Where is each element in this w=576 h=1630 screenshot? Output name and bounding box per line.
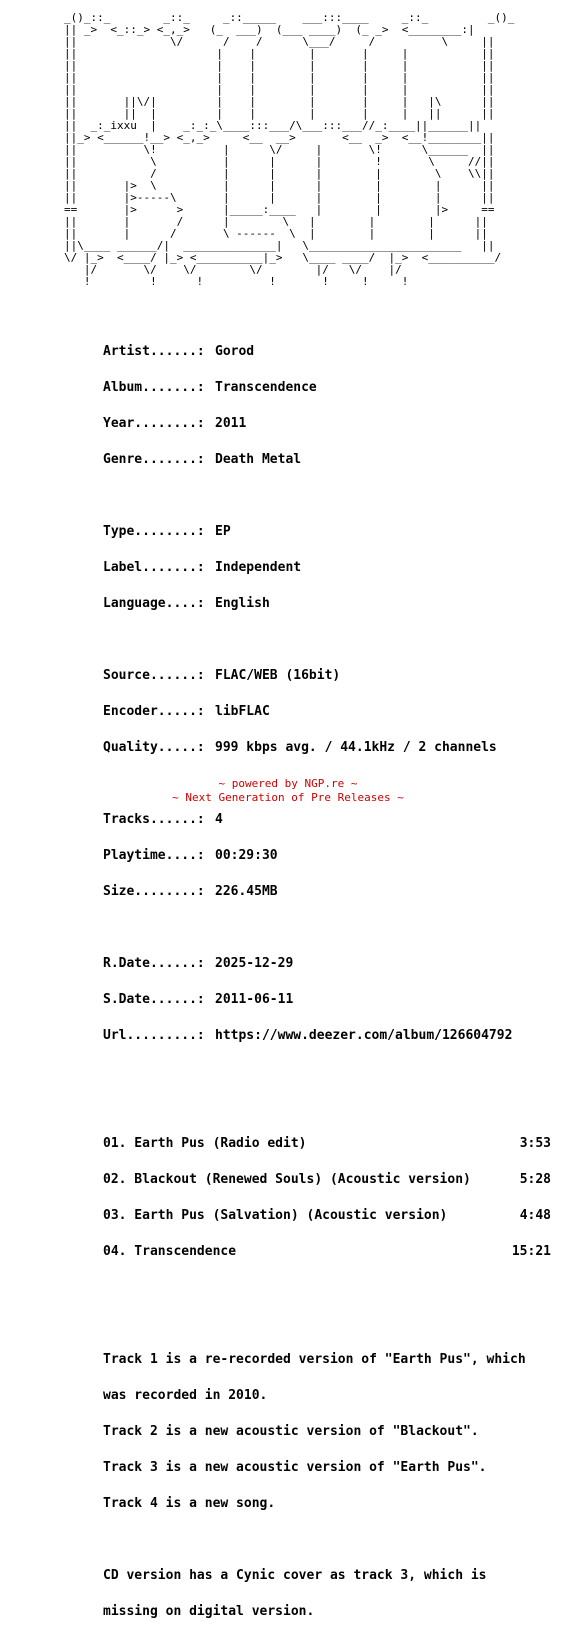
album-value: Transcendence [215, 380, 317, 395]
size-row: Size........: 226.45MB [103, 884, 551, 899]
sdate-value: 2011-06-11 [215, 992, 294, 1007]
rdate-label: R.Date......: [103, 956, 205, 971]
note-line: CD version has a Cynic cover as track 3,… [103, 1568, 487, 1583]
source-row: Source......: FLAC/WEB (16bit) [103, 668, 551, 683]
track-title: 02. Blackout (Renewed Souls) (Acoustic v… [103, 1172, 471, 1187]
size-label: Size........: [103, 884, 205, 899]
track-duration: 15:21 [511, 1244, 551, 1259]
language-row: Language....: English [103, 596, 551, 611]
genre-label: Genre.......: [103, 452, 205, 467]
artist-value: Gorod [215, 344, 255, 359]
track-title: 03. Earth Pus (Salvation) (Acoustic vers… [103, 1208, 448, 1223]
source-value: FLAC/WEB (16bit) [215, 668, 341, 683]
sdate-label: S.Date......: [103, 992, 205, 1007]
year-label: Year........: [103, 416, 205, 431]
album-row: Album.......: Transcendence [103, 380, 551, 395]
ascii-logo-art: _()_::_ _::_ _::_____ ___:::____ _::_ _(… [64, 11, 515, 288]
language-label: Language....: [103, 596, 205, 611]
track-row: 03. Earth Pus (Salvation) (Acoustic vers… [103, 1208, 551, 1223]
size-value: 226.45MB [215, 884, 278, 899]
note-line: Track 3 is a new acoustic version of "Ea… [103, 1460, 487, 1475]
track-duration: 4:48 [519, 1208, 551, 1223]
track-title: 01. Earth Pus (Radio edit) [103, 1136, 307, 1151]
label-row: Label.......: Independent [103, 560, 551, 575]
type-value: EP [215, 524, 231, 539]
source-label: Source......: [103, 668, 205, 683]
type-label: Type........: [103, 524, 205, 539]
track-duration: 5:28 [519, 1172, 551, 1187]
encoder-row: Encoder.....: libFLAC [103, 704, 551, 719]
encoder-label: Encoder.....: [103, 704, 205, 719]
url-value[interactable]: https://www.deezer.com/album/126604792 [215, 1028, 513, 1043]
note-line: Track 2 is a new acoustic version of "Bl… [103, 1424, 479, 1439]
footer-powered-by: ~ powered by NGP.re ~ [218, 777, 358, 790]
genre-row: Genre.......: Death Metal [103, 452, 551, 467]
quality-label: Quality.....: [103, 740, 205, 755]
footer-credits: ~ powered by NGP.re ~ ~ Next Generation … [0, 777, 576, 805]
tracks-label: Tracks......: [103, 812, 205, 827]
tracks-row: Tracks......: 4 [103, 812, 551, 827]
quality-value: 999 kbps avg. / 44.1kHz / 2 channels [215, 740, 497, 755]
year-row: Year........: 2011 [103, 416, 551, 431]
language-value: English [215, 596, 270, 611]
note-line: Track 4 is a new song. [103, 1496, 276, 1511]
encoder-value: libFLAC [215, 704, 270, 719]
playtime-row: Playtime....: 00:29:30 [103, 848, 551, 863]
track-row: 01. Earth Pus (Radio edit) 3:53 [103, 1136, 551, 1151]
note-line: was recorded in 2010. [103, 1388, 268, 1403]
note-line: Track 1 is a re-recorded version of "Ear… [103, 1352, 526, 1367]
track-row: 04. Transcendence 15:21 [103, 1244, 551, 1259]
artist-row: Artist......: Gorod [103, 344, 551, 359]
album-label: Album.......: [103, 380, 205, 395]
playtime-label: Playtime....: [103, 848, 205, 863]
tracks-value: 4 [215, 812, 223, 827]
rdate-value: 2025-12-29 [215, 956, 294, 971]
release-info: Artist......: Gorod Album.......: Transcen… [103, 322, 551, 1630]
note-line: missing on digital version. [103, 1604, 315, 1619]
url-label: Url.........: [103, 1028, 205, 1043]
track-title: 04. Transcendence [103, 1244, 237, 1259]
url-row: Url.........: https://www.deezer.com/albu… [103, 1028, 551, 1043]
footer-tagline: ~ Next Generation of Pre Releases ~ [172, 791, 404, 804]
quality-row: Quality.....: 999 kbps avg. / 44.1kHz / 2… [103, 740, 551, 755]
genre-value: Death Metal [215, 452, 302, 467]
track-duration: 3:53 [519, 1136, 551, 1151]
label-label: Label.......: [103, 560, 205, 575]
rdate-row: R.Date......: 2025-12-29 [103, 956, 551, 971]
playtime-value: 00:29:30 [215, 848, 278, 863]
year-value: 2011 [215, 416, 247, 431]
track-row: 02. Blackout (Renewed Souls) (Acoustic v… [103, 1172, 551, 1187]
artist-label: Artist......: [103, 344, 205, 359]
label-value: Independent [215, 560, 302, 575]
type-row: Type........: EP [103, 524, 551, 539]
sdate-row: S.Date......: 2011-06-11 [103, 992, 551, 1007]
